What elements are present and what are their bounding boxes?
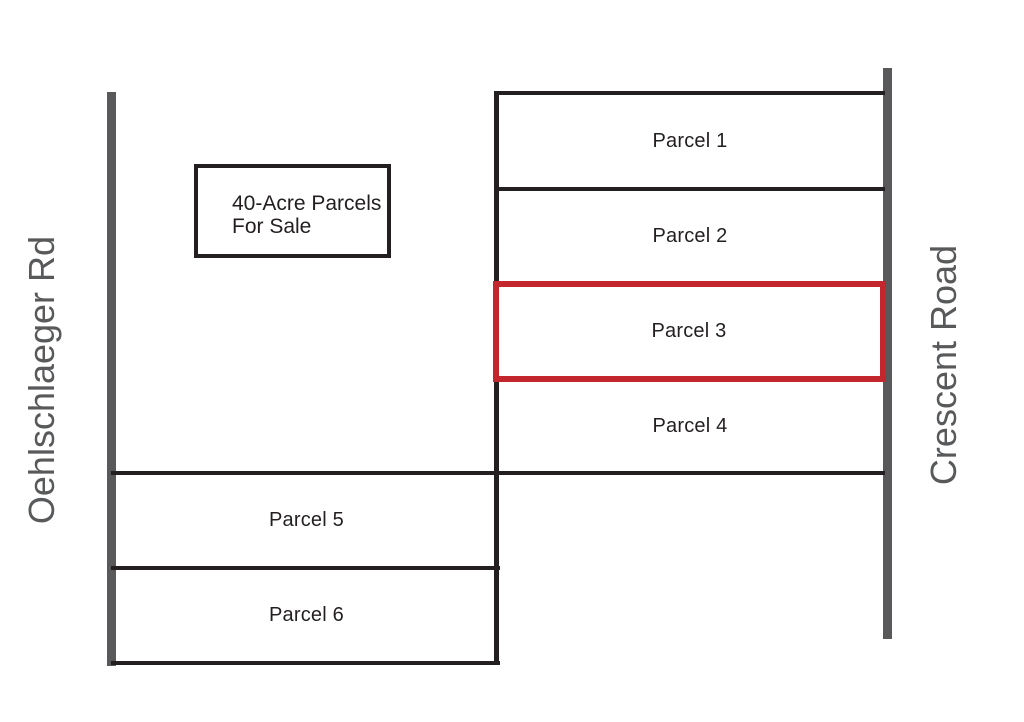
parcel-region-6: Parcel 6 (116, 570, 497, 661)
parcel-region-2: Parcel 2 (497, 191, 883, 281)
sign-line-2: For Sale (232, 215, 312, 238)
parcel-label: Parcel 5 (269, 509, 344, 531)
parcel-1-top-boundary (495, 91, 885, 95)
parcel-region-4: Parcel 4 (497, 382, 883, 471)
parcel-region-1: Parcel 1 (497, 95, 883, 187)
right-road-label: Crescent Road (923, 244, 964, 486)
parcel-3-highlight-outline (493, 281, 886, 382)
parcel-5-6-boundary (111, 566, 500, 570)
right-road-line (883, 68, 892, 639)
parcel-label: Parcel 2 (652, 224, 728, 247)
parcel-region-5: Parcel 5 (116, 475, 497, 566)
parcel-6-bottom-boundary (111, 661, 500, 665)
parcel-label: Parcel 1 (652, 129, 728, 152)
parcel-1-2-boundary (495, 187, 885, 191)
sign-line-1: 40-Acre Parcels (232, 192, 382, 215)
parcel-label: Parcel 4 (652, 415, 728, 437)
left-road-line (107, 92, 116, 666)
for-sale-sign: 40-Acre Parcels For Sale (194, 164, 391, 258)
parcel-region-3: Parcel 3 (499, 287, 879, 376)
parcel-label: Parcel 6 (269, 604, 344, 626)
parcel-label: Parcel 3 (651, 320, 727, 342)
left-road-label: Oehlschlaeger Rd (21, 235, 62, 525)
